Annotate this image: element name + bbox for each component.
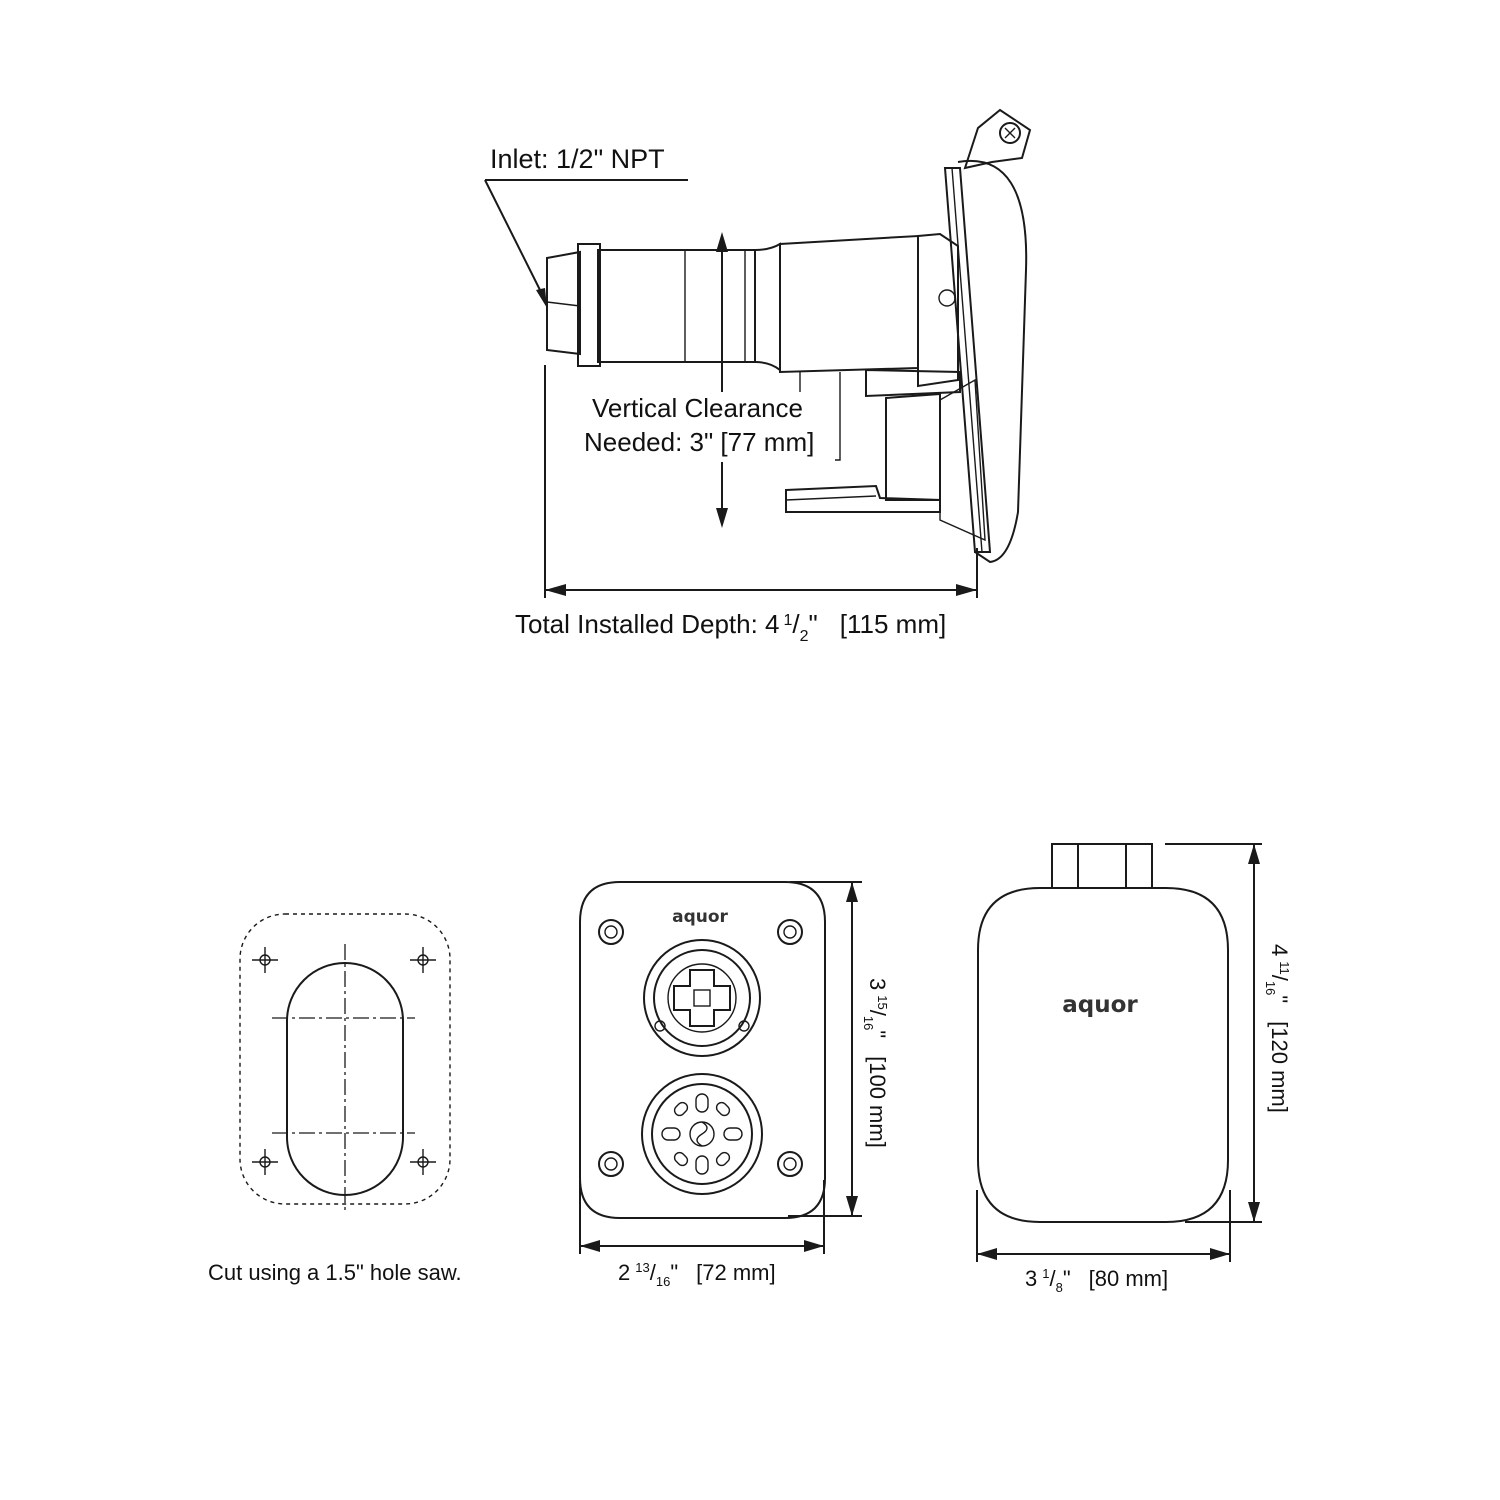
- closed-height-dimension: [1165, 843, 1262, 1223]
- screw-mark: [410, 1149, 436, 1175]
- screw-mark: [252, 947, 278, 973]
- cutout-template: Cut using a 1.5" hole saw.: [208, 913, 462, 1285]
- mount-screw: [598, 1151, 624, 1177]
- open-height-dimension: [788, 881, 862, 1217]
- cutout-caption: Cut using a 1.5" hole saw.: [208, 1260, 462, 1285]
- closed-cover: [977, 887, 1229, 1223]
- faceplate-logo: aquor: [672, 907, 728, 927]
- depth-dimension-line: [544, 365, 978, 598]
- screw-mark: [252, 1149, 278, 1175]
- cover-logo: aquor: [1062, 992, 1138, 1018]
- drain-port: [641, 1073, 763, 1195]
- screw-mark: [410, 947, 436, 973]
- faceplate: [579, 881, 826, 1219]
- closed-height-label: 411/16"[120 mm]: [1263, 944, 1292, 1113]
- cutout-outline: [239, 913, 451, 1205]
- mount-screw: [777, 919, 803, 945]
- side-view-body: [546, 108, 1032, 564]
- mount-screw: [777, 1151, 803, 1177]
- mount-screw: [598, 919, 624, 945]
- inlet-label: Inlet: 1/2" NPT: [490, 144, 665, 174]
- side-view: Inlet: 1/2" NPT Vertical Clearance Neede…: [484, 108, 1032, 645]
- open-height-label: 315/16"[100 mm]: [861, 978, 890, 1148]
- hose-connector: [643, 939, 761, 1057]
- clearance-line1: Vertical Clearance: [592, 393, 803, 423]
- clearance-line2: Needed: 3" [77 mm]: [584, 427, 814, 457]
- closed-width-dimension: [976, 1190, 1231, 1262]
- front-view-open: aquor: [579, 881, 890, 1289]
- lid-hinge: [1051, 843, 1153, 889]
- inlet-leader: [484, 179, 688, 301]
